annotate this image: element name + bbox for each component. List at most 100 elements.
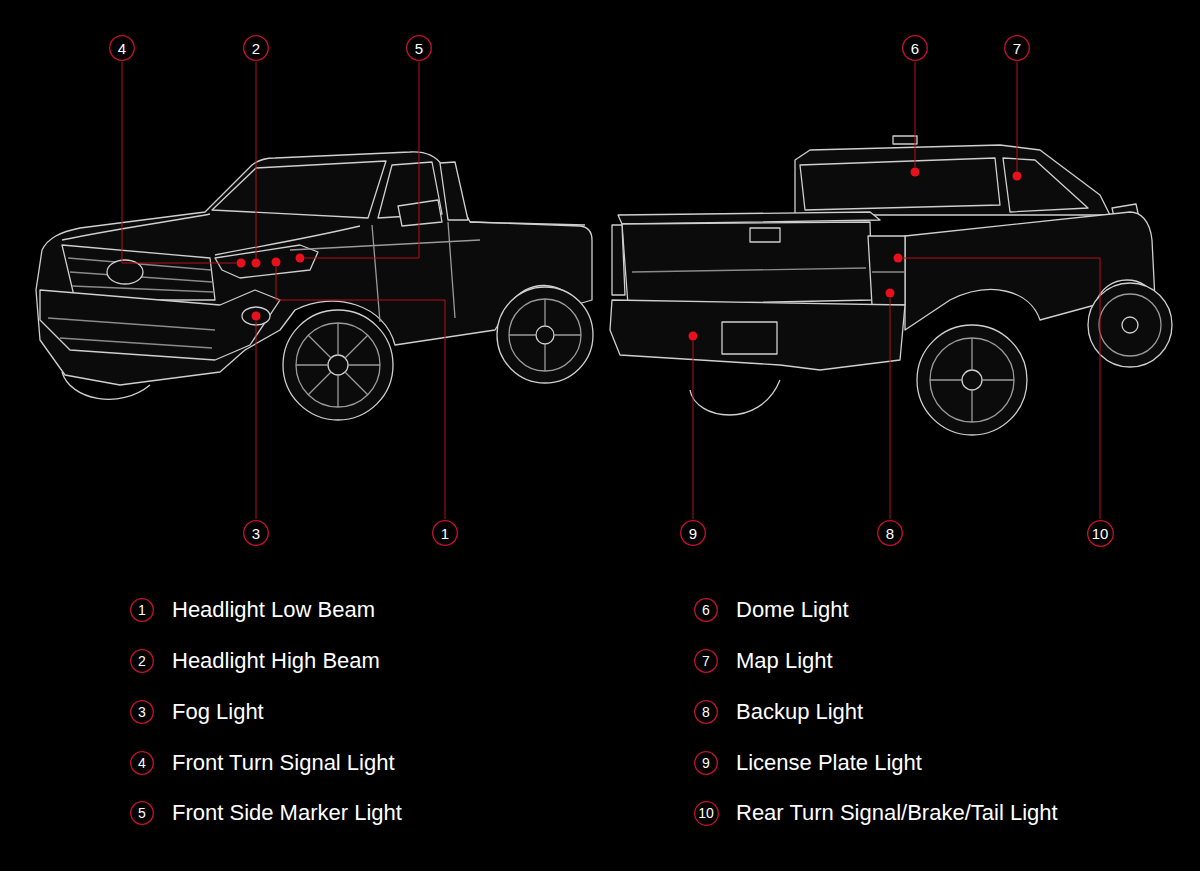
front-truck (509, 299, 581, 371)
callout-number: 10 (698, 806, 714, 820)
callout-number: 1 (138, 603, 146, 617)
callout-outline (244, 36, 269, 61)
rear-truck (872, 271, 905, 272)
callout-outline (131, 599, 154, 622)
rear-truck (1003, 158, 1088, 212)
front-truck (212, 161, 386, 218)
callout-circle: 4 (109, 35, 135, 61)
front-truck (509, 299, 581, 371)
callout-outline (433, 521, 458, 546)
light-name: Front Side Marker Light (172, 800, 402, 826)
light-dots (252, 259, 261, 268)
callout-circle: 7 (694, 649, 718, 673)
leader-lines (122, 62, 236, 263)
callout-circle: 8 (877, 520, 903, 546)
callout-circle: 6 (902, 35, 928, 61)
front-truck (290, 222, 480, 322)
front-truck (536, 326, 554, 344)
rear-truck (1099, 294, 1161, 356)
callout-circle: 3 (130, 700, 154, 724)
light-name: Map Light (736, 648, 833, 674)
callout-number: 4 (138, 756, 146, 770)
callout-number: 10 (1092, 526, 1109, 541)
light-name: Headlight Low Beam (172, 597, 375, 623)
light-name: Headlight High Beam (172, 648, 380, 674)
callout-number: 7 (702, 654, 710, 668)
rear-truck (622, 222, 872, 305)
callout-circle: 3 (243, 520, 269, 546)
callout-outline (694, 801, 718, 825)
rear-truck (962, 370, 982, 390)
front-truck (296, 323, 380, 407)
leader-lines (915, 62, 916, 167)
callout-circle: 8 (694, 700, 718, 724)
light-dots (1013, 172, 1022, 181)
rear-truck (1122, 317, 1138, 333)
callout-circle: 7 (1004, 35, 1030, 61)
callout-circle: 1 (432, 520, 458, 546)
leader-lines (890, 298, 891, 519)
front-truck (497, 287, 593, 383)
callout-circle: 9 (680, 520, 706, 546)
light-dots (886, 289, 895, 298)
callout-circle: 5 (406, 35, 432, 61)
callout-number: 8 (886, 526, 894, 541)
light-name: Backup Light (736, 699, 863, 725)
callout-number: 4 (118, 41, 126, 56)
light-dots (237, 168, 1022, 341)
rear-truck (610, 300, 905, 370)
callout-number: 3 (138, 705, 146, 719)
light-dots (272, 258, 281, 267)
callout-number: 2 (138, 654, 146, 668)
callout-circle: 2 (130, 649, 154, 673)
rear-truck (868, 236, 905, 305)
callout-outline (110, 36, 135, 61)
callout-number: 3 (252, 526, 260, 541)
light-dots (911, 168, 920, 177)
front-truck (48, 318, 215, 348)
callout-outline (131, 650, 154, 673)
rear-truck (612, 225, 625, 295)
rear-truck (930, 338, 1014, 422)
rear-truck (1088, 283, 1172, 367)
callout-circle: 10 (694, 801, 719, 826)
leader-lines (276, 267, 445, 519)
light-name: Dome Light (736, 597, 849, 623)
callout-outline (131, 701, 154, 724)
callout-outline (695, 650, 718, 673)
rear-truck (800, 158, 1000, 210)
light-dots (296, 254, 305, 263)
light-name: Fog Light (172, 699, 264, 725)
callout-outline (1005, 36, 1030, 61)
callout-circle: 6 (694, 598, 718, 622)
callout-number: 5 (138, 806, 146, 820)
front-truck (398, 200, 442, 226)
callout-outline (681, 521, 706, 546)
light-dots (237, 259, 246, 268)
front-truck (40, 290, 280, 360)
callout-circle: 5 (130, 801, 154, 825)
front-truck (36, 152, 593, 420)
leader-lines (693, 341, 694, 519)
front-truck (107, 260, 143, 284)
callout-number: 6 (911, 41, 919, 56)
light-dots (894, 254, 903, 263)
callout-outline (878, 521, 903, 546)
callout-number: 2 (252, 41, 260, 56)
light-name: License Plate Light (736, 750, 922, 776)
leader-lines (305, 62, 419, 258)
front-truck (62, 372, 150, 399)
callout-number: 9 (689, 526, 697, 541)
rear-truck (893, 136, 917, 144)
leader-lines (903, 258, 1100, 519)
callout-circle: 2 (243, 35, 269, 61)
callout-circle: 4 (130, 751, 154, 775)
callout-outline (131, 802, 154, 825)
callout-outline (903, 36, 928, 61)
leader-lines (256, 321, 257, 519)
leader-lines (122, 62, 1100, 519)
rear-truck (632, 268, 866, 272)
